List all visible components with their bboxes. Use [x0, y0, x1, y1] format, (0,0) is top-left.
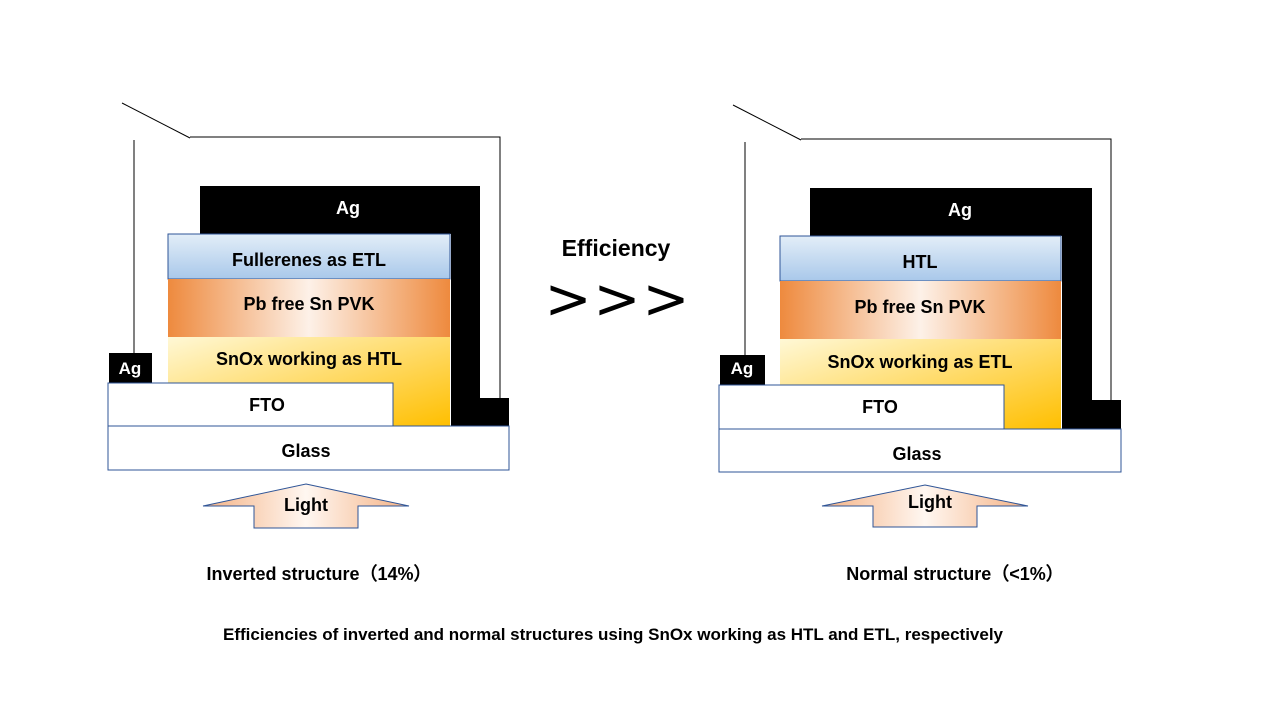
inverted-structure: Ag Fullerenes as ETL Pb free Sn PVK SnOx…	[107, 102, 510, 584]
normal-glass-label: Glass	[892, 444, 941, 464]
efficiency-comparison: Efficiency >>>	[545, 235, 692, 332]
inverted-fto-layer	[107, 382, 394, 427]
normal-snox-label: SnOx working as ETL	[827, 352, 1012, 372]
inverted-pvk-label: Pb free Sn PVK	[243, 294, 374, 314]
normal-htl-layer	[779, 235, 1062, 282]
inverted-ag-label: Ag	[336, 198, 360, 218]
normal-switch	[732, 104, 802, 141]
normal-htl-label: HTL	[903, 252, 938, 272]
normal-ag-electrode	[810, 188, 1121, 429]
inverted-ag-contact-label: Ag	[119, 359, 142, 378]
normal-fto-layer	[718, 384, 1005, 430]
inverted-ag-contact	[109, 353, 152, 383]
normal-structure: Ag HTL Pb free Sn PVK SnOx working as ET…	[718, 104, 1122, 584]
inverted-snox-label: SnOx working as HTL	[216, 349, 402, 369]
normal-pvk-layer	[780, 281, 1061, 339]
normal-circuit-wire-top	[801, 138, 1112, 400]
normal-ag-contact	[720, 355, 765, 385]
normal-light-arrow	[821, 484, 1029, 528]
inverted-circuit-wire-top	[190, 136, 501, 398]
inverted-etl-layer	[167, 233, 451, 280]
normal-fto-label: FTO	[862, 397, 898, 417]
inverted-fto-label: FTO	[249, 395, 285, 415]
greater-than-symbol: >>>	[545, 267, 692, 332]
normal-light-label: Light	[908, 492, 952, 512]
inverted-glass-label: Glass	[281, 441, 330, 461]
normal-glass-layer	[718, 428, 1122, 473]
inverted-pvk-layer	[168, 279, 450, 337]
figure-caption: Efficiencies of inverted and normal stru…	[223, 625, 1004, 644]
normal-ag-label: Ag	[948, 200, 972, 220]
inverted-glass-layer	[107, 425, 510, 471]
efficiency-label: Efficiency	[562, 235, 671, 261]
normal-ag-contact-label: Ag	[731, 359, 754, 378]
inverted-switch	[121, 102, 191, 139]
inverted-light-arrow	[202, 483, 410, 529]
normal-caption: Normal structure（<1%）	[846, 564, 1064, 584]
inverted-etl-label: Fullerenes as ETL	[232, 250, 386, 270]
normal-pvk-label: Pb free Sn PVK	[854, 297, 985, 317]
inverted-light-label: Light	[284, 495, 328, 515]
inverted-caption: Inverted structure（14%）	[206, 564, 431, 584]
